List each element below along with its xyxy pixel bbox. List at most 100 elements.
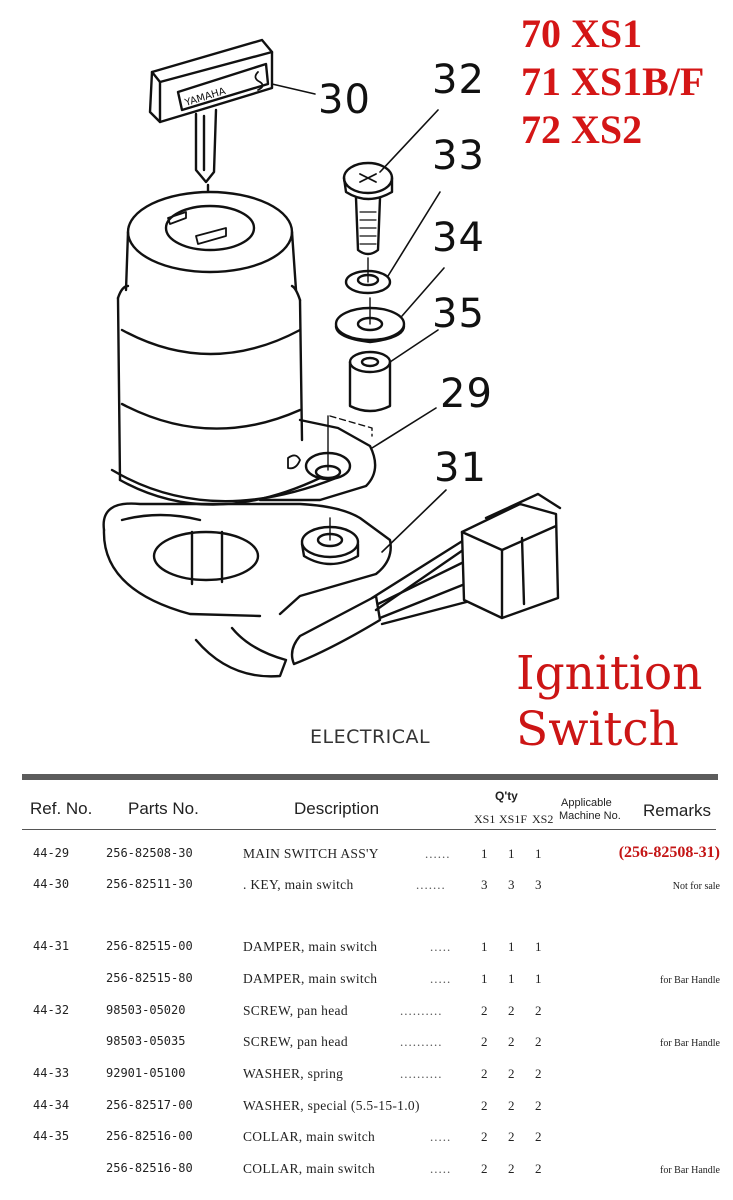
ref-no: 44-30 — [33, 877, 70, 891]
description: DAMPER, main switch — [243, 939, 378, 954]
model-line: 70 XS1 — [521, 11, 643, 56]
qty-xs1f: 2 — [508, 1066, 515, 1081]
table-row: 44-32 98503-05020 SCREW, pan head ......… — [0, 1003, 733, 1027]
col-header-qty-xs1: XS1 — [474, 812, 496, 826]
model-list: 70 XS1 71 XS1B/F 72 XS2 — [521, 10, 704, 154]
leader-dots: .......... — [400, 1034, 443, 1049]
leader-dots: ..... — [430, 1129, 452, 1144]
remarks: for Bar Handle — [660, 975, 720, 986]
leader-dots: .......... — [400, 1003, 443, 1018]
col-header-remarks: Remarks — [643, 801, 712, 820]
leader-dots: ...... — [425, 846, 451, 861]
qty-xs1: 2 — [481, 1034, 488, 1049]
qty-xs1f: 1 — [508, 971, 515, 986]
key-icon — [148, 38, 274, 230]
table-header-rule — [22, 829, 716, 830]
part-no: 256-82516-00 — [106, 1129, 193, 1143]
callout-35: 35 — [432, 291, 485, 337]
table-top-rule — [22, 774, 718, 780]
description: COLLAR, main switch — [243, 1129, 376, 1144]
description: SCREW, pan head — [243, 1034, 348, 1049]
ref-no: 44-33 — [33, 1066, 70, 1080]
table-row: 44-34 256-82517-00 WASHER, special (5.5-… — [0, 1098, 733, 1122]
title-line: Ignition — [516, 646, 703, 701]
section-heading: ELECTRICAL — [310, 726, 431, 748]
qty-xs2: 1 — [535, 971, 542, 986]
col-header-description: Description — [294, 799, 380, 818]
leader-dots: ..... — [430, 1161, 452, 1176]
part-no: 256-82511-30 — [106, 877, 193, 891]
leader-dots: ..... — [430, 971, 452, 986]
ref-no: 44-35 — [33, 1129, 70, 1143]
part-no: 256-82517-00 — [106, 1098, 193, 1112]
remarks: for Bar Handle — [660, 1165, 720, 1176]
leader-dots: ....... — [416, 877, 446, 892]
table-row: 256-82515-80 DAMPER, main switch ..... 1… — [0, 971, 733, 995]
leader-dots: ..... — [430, 939, 452, 954]
callout-30: 30 — [318, 77, 371, 123]
qty-xs2: 2 — [535, 1129, 542, 1144]
qty-xs1f: 2 — [508, 1161, 515, 1176]
leader-dots: .......... — [400, 1066, 443, 1081]
description: DAMPER, main switch — [243, 971, 378, 986]
part-no: 98503-05035 — [106, 1034, 186, 1048]
table-row: 44-33 92901-05100 WASHER, spring .......… — [0, 1066, 733, 1090]
qty-xs1f: 3 — [508, 877, 515, 892]
table-row: 44-35 256-82516-00 COLLAR, main switch .… — [0, 1129, 733, 1153]
model-line: 71 XS1B/F — [521, 59, 705, 104]
callout-32: 32 — [432, 57, 485, 103]
description: WASHER, spring — [243, 1066, 344, 1081]
qty-xs1f: 2 — [508, 1034, 515, 1049]
callout-29: 29 — [440, 371, 493, 417]
qty-xs1f: 2 — [508, 1129, 515, 1144]
exploded-parts-diagram: YAMAHA — [102, 38, 562, 678]
page-title: Ignition Switch — [516, 646, 702, 758]
qty-xs2: 1 — [535, 846, 542, 861]
qty-xs2: 2 — [535, 1066, 542, 1081]
qty-xs1: 3 — [481, 877, 488, 892]
qty-xs2: 2 — [535, 1003, 542, 1018]
col-header-qty: Q'ty — [495, 789, 518, 803]
part-no: 256-82515-80 — [106, 971, 193, 985]
description: . KEY, main switch — [243, 877, 354, 892]
callout-34: 34 — [432, 215, 485, 261]
ref-no: 44-32 — [33, 1003, 70, 1017]
callout-31: 31 — [434, 445, 487, 491]
qty-xs2: 3 — [535, 877, 542, 892]
model-line: 72 XS2 — [521, 107, 643, 152]
qty-xs1: 1 — [481, 971, 488, 986]
part-no: 98503-05020 — [106, 1003, 186, 1017]
qty-xs1f: 2 — [508, 1098, 515, 1113]
qty-xs1: 2 — [481, 1066, 488, 1081]
qty-xs1f: 1 — [508, 846, 515, 861]
qty-xs1: 2 — [481, 1003, 488, 1018]
remarks: for Bar Handle — [660, 1038, 720, 1049]
col-header-ref: Ref. No. — [30, 799, 93, 818]
callout-33: 33 — [432, 133, 485, 179]
qty-xs1f: 1 — [508, 939, 515, 954]
col-header-qty-xs2: XS2 — [532, 812, 554, 826]
title-line: Switch — [516, 702, 679, 757]
qty-xs1f: 2 — [508, 1003, 515, 1018]
qty-xs2: 2 — [535, 1161, 542, 1176]
description: WASHER, special (5.5-15-1.0) — [243, 1098, 420, 1113]
qty-xs1: 1 — [481, 846, 488, 861]
description: MAIN SWITCH ASS'Y — [243, 846, 379, 861]
qty-xs1: 2 — [481, 1161, 488, 1176]
table-row: 44-29 256-82508-30 MAIN SWITCH ASS'Y ...… — [0, 844, 733, 870]
qty-xs1: 2 — [481, 1098, 488, 1113]
remarks: Not for sale — [672, 881, 720, 892]
part-no: 256-82515-00 — [106, 939, 193, 953]
ignition-switch-drawing: YAMAHA — [102, 38, 562, 678]
col-header-machine-no: Machine No. — [559, 810, 621, 822]
part-no: 92901-05100 — [106, 1066, 186, 1080]
table-row: 44-31 256-82515-00 DAMPER, main switch .… — [0, 939, 733, 963]
ref-no: 44-34 — [33, 1098, 70, 1112]
col-header-parts: Parts No. — [128, 799, 199, 818]
qty-xs2: 2 — [535, 1034, 542, 1049]
qty-xs2: 1 — [535, 939, 542, 954]
part-no: 256-82516-80 — [106, 1161, 193, 1175]
ref-no: 44-31 — [33, 939, 70, 953]
remarks: (256-82508-31) — [618, 844, 720, 861]
col-header-applicable: Applicable — [561, 797, 612, 809]
